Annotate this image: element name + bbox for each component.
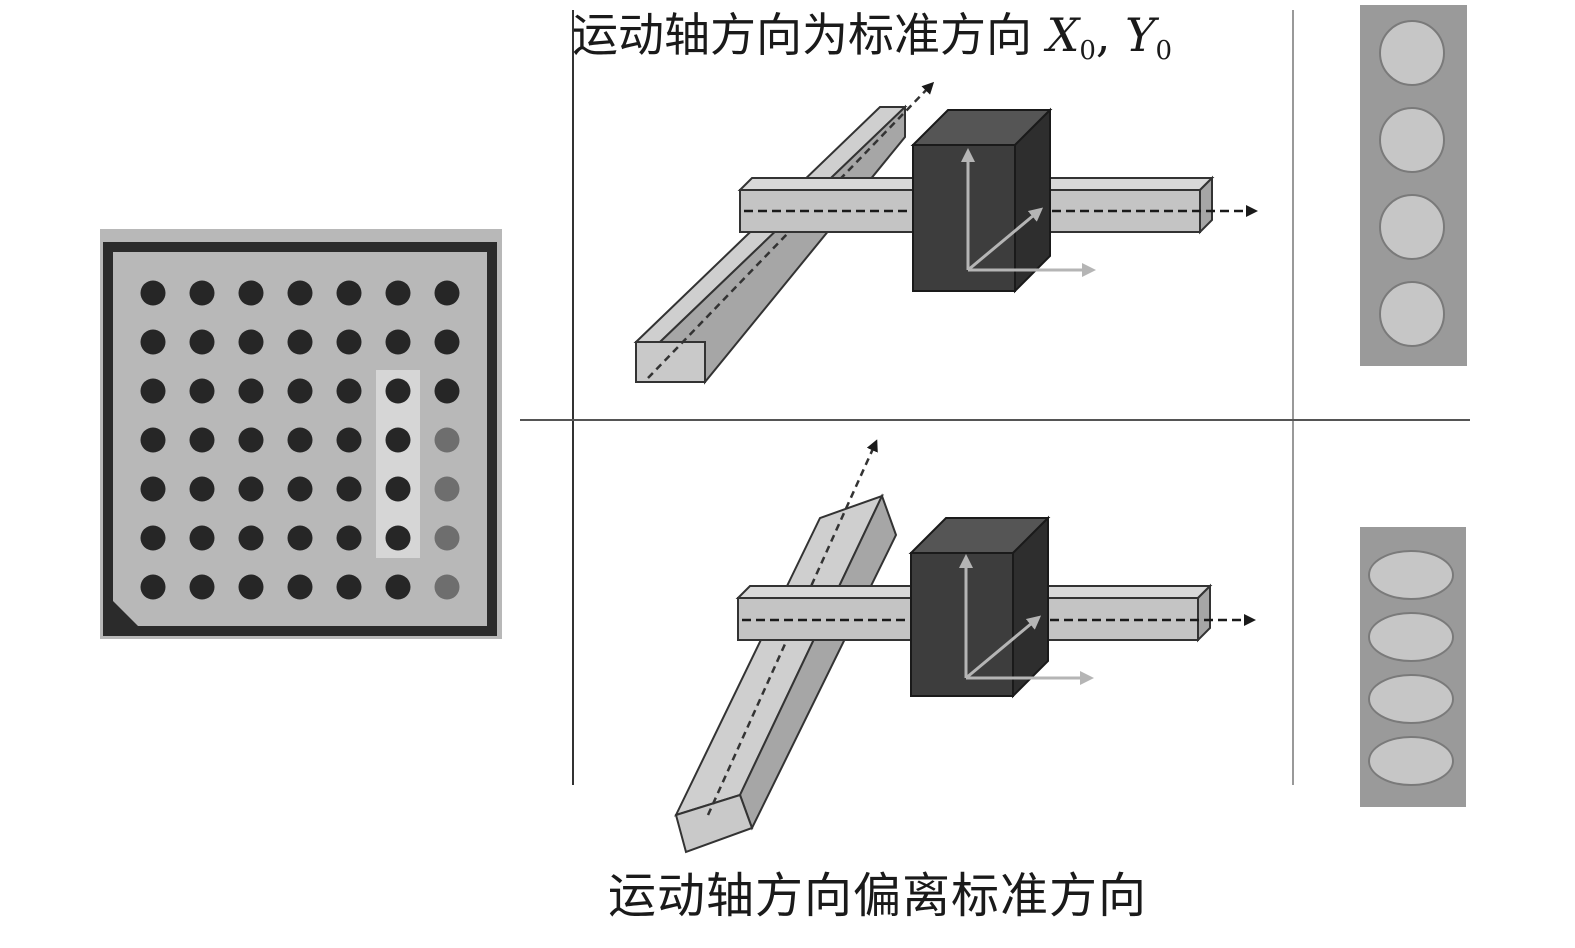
- calibration-dot: [385, 525, 411, 551]
- calibration-dot: [336, 378, 362, 404]
- caption-standard-text: 运动轴方向为标准方向: [572, 8, 1032, 62]
- plate-frame: [103, 242, 497, 636]
- axis-var-y: Y: [1125, 8, 1156, 62]
- calibration-dot: [140, 476, 166, 502]
- stage-deviated: [674, 439, 1256, 854]
- spot-ellipse: [1368, 612, 1454, 662]
- rail-diagonal-end: [635, 341, 706, 383]
- spot-strip-standard: [1360, 5, 1467, 366]
- calibration-dot: [385, 329, 411, 355]
- calibration-dot: [238, 280, 264, 306]
- calibration-dot: [336, 427, 362, 453]
- calibration-dot: [336, 574, 362, 600]
- axis-sub-y: 0: [1155, 36, 1173, 66]
- calibration-dot: [238, 427, 264, 453]
- calibration-dot: [385, 280, 411, 306]
- calibration-dot: [336, 329, 362, 355]
- calibration-dot: [336, 525, 362, 551]
- calibration-dot: [385, 378, 411, 404]
- calibration-dot: [189, 476, 215, 502]
- block2-side: [1012, 515, 1049, 699]
- plate-corner-mark: [108, 596, 143, 631]
- calibration-dot: [189, 525, 215, 551]
- rail-horizontal-end: [1199, 175, 1213, 235]
- spot-ellipse: [1368, 550, 1454, 600]
- calibration-dot: [238, 525, 264, 551]
- calibration-dot: [434, 329, 460, 355]
- spot-circle: [1379, 107, 1445, 173]
- calibration-dot: [287, 476, 313, 502]
- block2-front: [910, 552, 1014, 697]
- calibration-dot: [238, 476, 264, 502]
- calibration-dot: [336, 476, 362, 502]
- calibration-dot: [287, 378, 313, 404]
- calibration-dot: [434, 378, 460, 404]
- calibration-dot-highlighted: [434, 427, 460, 453]
- calibration-dot: [238, 378, 264, 404]
- spot-circle: [1379, 20, 1445, 86]
- strip-deviated-spots: [1368, 550, 1454, 786]
- coord2-diag-arrow: [965, 615, 1042, 680]
- axis-var-separator: ,: [1095, 8, 1111, 62]
- spot-circle: [1379, 194, 1445, 260]
- calibration-dot: [385, 574, 411, 600]
- calibration-dot: [140, 574, 166, 600]
- calibration-dot: [238, 329, 264, 355]
- calibration-dot: [385, 427, 411, 453]
- caption-standard-direction: 运动轴方向为标准方向 X0, Y0: [572, 12, 1172, 64]
- spot-ellipse: [1368, 674, 1454, 724]
- rail-horizontal2-end: [1197, 583, 1211, 643]
- dot-grid: [140, 280, 460, 600]
- caption-deviated-direction: 运动轴方向偏离标准方向: [608, 868, 1148, 924]
- block-front: [912, 144, 1016, 292]
- spot-circle: [1379, 281, 1445, 347]
- calibration-dot: [189, 280, 215, 306]
- panel-dividers: [520, 10, 1470, 785]
- calibration-dot: [336, 280, 362, 306]
- calibration-dot: [189, 427, 215, 453]
- rail-tilted-end: [674, 793, 754, 854]
- block-side: [1014, 107, 1051, 294]
- calibration-dot: [189, 574, 215, 600]
- axis-var-x: X: [1046, 8, 1080, 62]
- calibration-dot-highlighted: [434, 476, 460, 502]
- calibration-dot: [140, 280, 166, 306]
- calibration-dot: [140, 378, 166, 404]
- spot-ellipse: [1368, 736, 1454, 786]
- stage-standard: [633, 81, 1258, 385]
- calibration-dot: [140, 427, 166, 453]
- calibration-dot: [140, 525, 166, 551]
- spot-strip-deviated: [1360, 527, 1466, 807]
- calibration-dot: [385, 476, 411, 502]
- calibration-dot: [287, 329, 313, 355]
- coord-diag-arrow: [967, 207, 1044, 272]
- calibration-dot: [189, 329, 215, 355]
- axis-sub-x: 0: [1079, 36, 1096, 66]
- calibration-dot: [140, 329, 166, 355]
- calibration-dot: [238, 574, 264, 600]
- calibration-dot: [189, 378, 215, 404]
- calibration-dot: [287, 525, 313, 551]
- calibration-plate: [100, 229, 502, 639]
- calibration-dot: [287, 280, 313, 306]
- calibration-dot: [287, 574, 313, 600]
- calibration-dot-highlighted: [434, 574, 460, 600]
- calibration-dot-highlighted: [434, 525, 460, 551]
- strip-standard-spots: [1379, 20, 1445, 347]
- calibration-dot: [287, 427, 313, 453]
- calibration-dot: [434, 280, 460, 306]
